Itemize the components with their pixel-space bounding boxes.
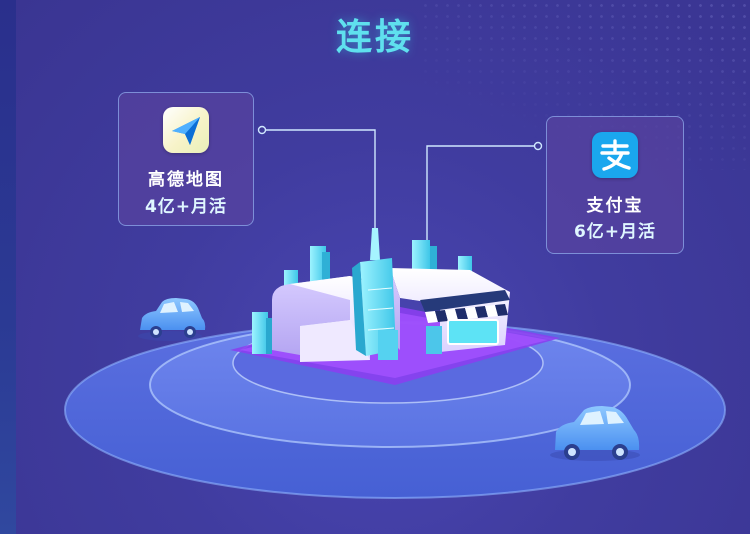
alipay-name: 支付宝: [586, 196, 644, 216]
alipay-card: 支付宝 6亿+月活: [546, 116, 684, 254]
amap-name: 高德地图: [148, 170, 224, 190]
left-edge-strip: [0, 0, 16, 534]
central-tower: [252, 228, 398, 360]
amap-card: 高德地图 4亿+月活: [118, 92, 254, 226]
car-right: [550, 406, 640, 461]
paper-plane-navigation-icon: [163, 107, 209, 153]
amap-stat: 4亿+月活: [144, 197, 228, 217]
page-title: 连接: [335, 17, 414, 58]
alipay-zhi-icon: [592, 132, 638, 178]
storefront: [420, 290, 510, 354]
connector-lines: [257, 125, 543, 245]
car-left: [138, 298, 206, 341]
alipay-stat: 6亿+月活: [573, 222, 657, 242]
